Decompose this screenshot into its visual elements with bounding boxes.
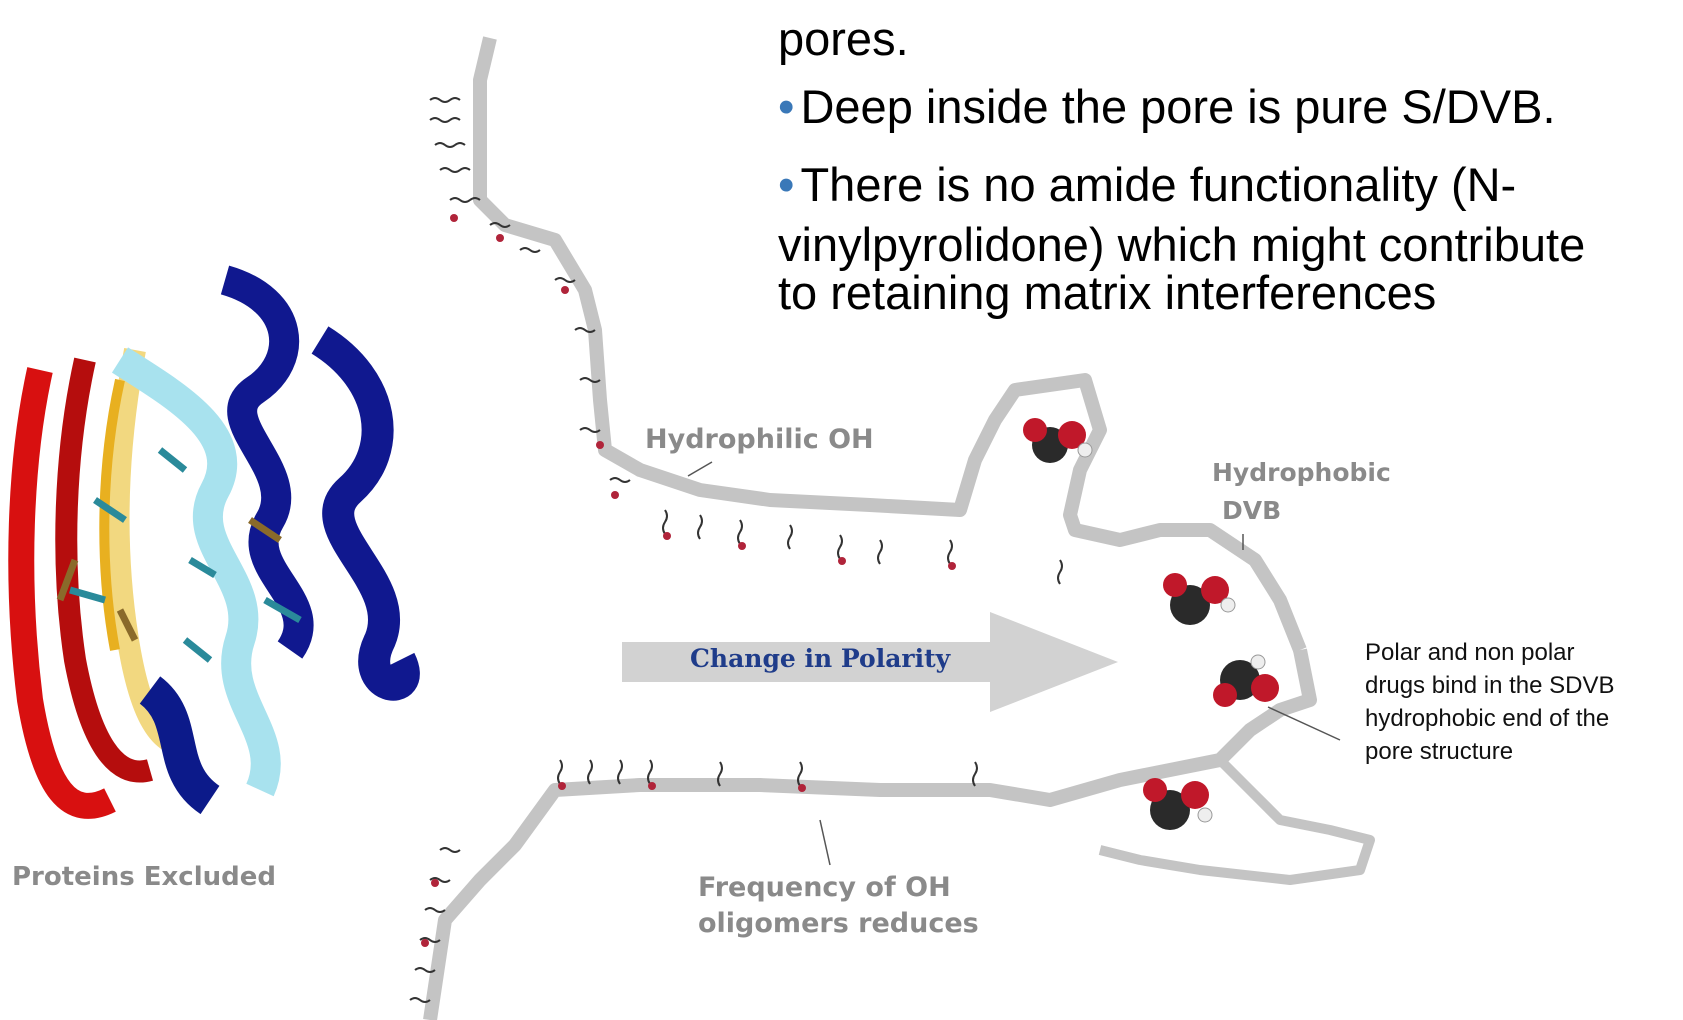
pore-lower-wall [430, 650, 1310, 1020]
bullet-partial-line: pores. [778, 14, 909, 64]
label-hydrophilic-oh: Hydrophilic OH [645, 424, 874, 455]
label-proteins-excluded: Proteins Excluded [12, 862, 276, 892]
label-change-in-polarity: Change in Polarity [690, 644, 950, 673]
drug-molecule-1 [1023, 418, 1092, 463]
bullet-item-1-text: Deep inside the pore is pure S/DVB. [800, 80, 1555, 133]
note-line-1: Polar and non polar [1365, 636, 1614, 669]
bullet-item-2: •There is no amide functionality (N- [778, 160, 1516, 210]
drug-molecule-2 [1163, 573, 1235, 625]
bullet-dot-icon: • [778, 80, 794, 133]
note-line-2: drugs bind in the SDVB [1365, 669, 1614, 702]
label-frequency-line-1: Frequency of OH [698, 872, 951, 903]
note-line-3: hydrophobic end of the [1365, 702, 1614, 735]
bullet-item-1: •Deep inside the pore is pure S/DVB. [778, 82, 1556, 132]
note-line-4: pore structure [1365, 735, 1614, 768]
protein-structure [21, 280, 404, 806]
bullet-dot-icon: • [778, 158, 794, 211]
annotation-binding-note: Polar and non polar drugs bind in the SD… [1365, 636, 1614, 768]
drug-molecule-3 [1213, 655, 1279, 707]
label-frequency-line-2: oligomers reduces [698, 908, 979, 939]
label-dvb: DVB [1222, 496, 1281, 525]
chain-end-groups [421, 214, 956, 947]
drug-molecule-4 [1143, 778, 1212, 830]
bullet-item-2-line-3: to retaining matrix interferences [778, 268, 1436, 318]
bullet-item-2-text: There is no amide functionality (N- [800, 158, 1516, 211]
bullet-item-2-line-2: vinylpyrolidone) which might contribute [778, 220, 1585, 270]
label-hydrophobic: Hydrophobic [1212, 458, 1391, 487]
